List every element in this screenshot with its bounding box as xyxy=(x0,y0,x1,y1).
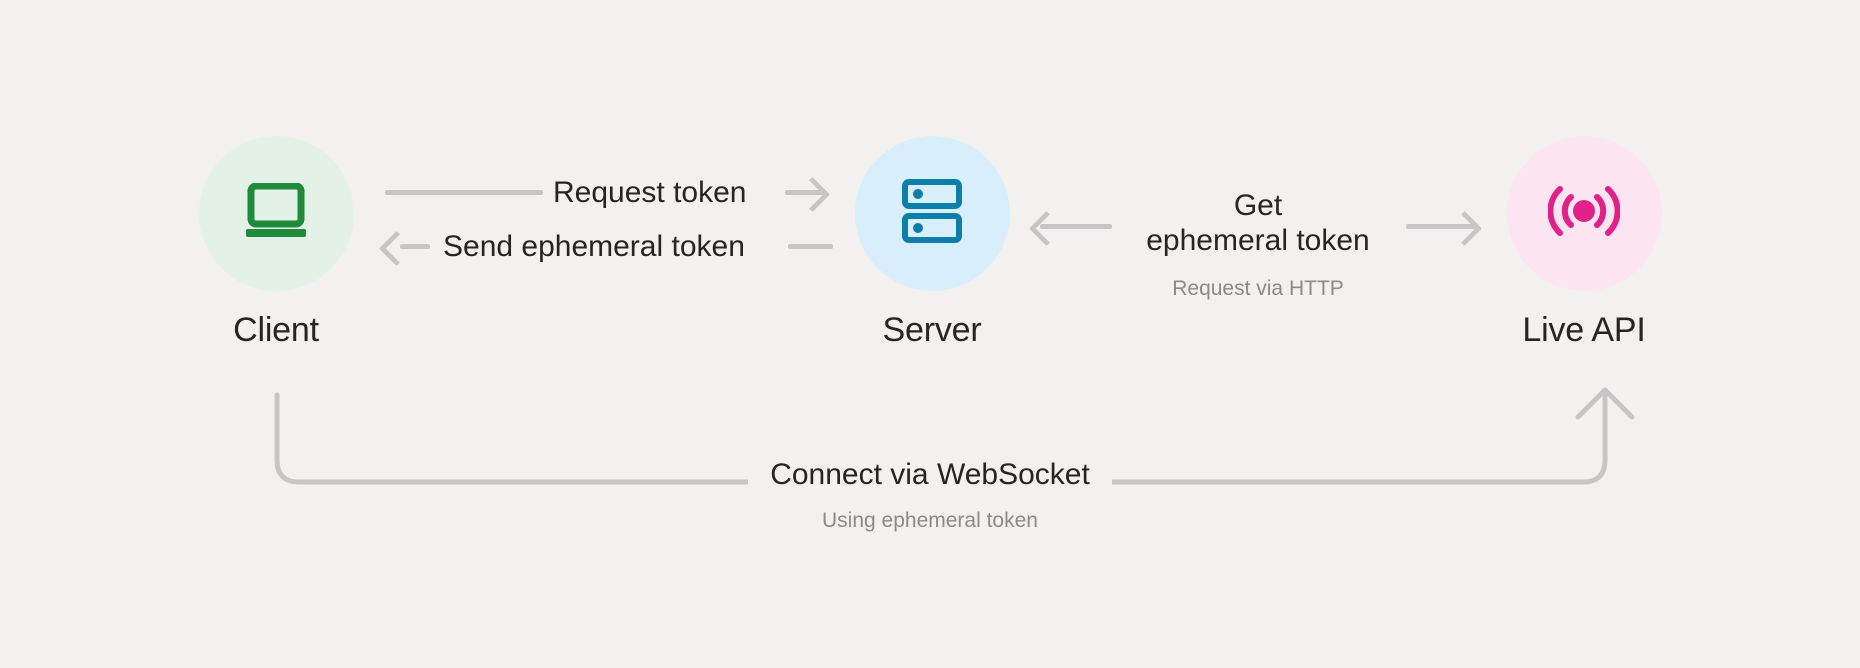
get-token-label-line2: ephemeral token xyxy=(1146,224,1370,258)
send-token-line-right xyxy=(788,244,833,249)
get-token-line-right xyxy=(1406,224,1478,229)
get-token-line-left xyxy=(1040,224,1112,229)
websocket-label-backdrop xyxy=(748,452,1112,492)
live-api-label: Live API xyxy=(1522,311,1646,349)
live-api-icon-circle xyxy=(1506,136,1662,291)
broadcast-signal-icon xyxy=(1547,179,1621,248)
node-live-api[interactable]: Live API xyxy=(1474,136,1694,347)
request-token-label: Request token xyxy=(553,176,747,209)
websocket-label: Connect via WebSocket xyxy=(770,458,1090,491)
websocket-sublabel: Using ephemeral token xyxy=(822,509,1038,532)
node-client[interactable]: Client xyxy=(166,136,386,347)
server-icon-circle xyxy=(854,136,1010,291)
server-label: Server xyxy=(882,311,982,349)
server-rack-icon xyxy=(901,179,963,248)
client-label: Client xyxy=(233,311,319,349)
request-token-line-right xyxy=(785,190,825,195)
request-token-line-left xyxy=(385,190,543,195)
client-icon-circle xyxy=(198,136,354,291)
send-ephemeral-token-label: Send ephemeral token xyxy=(443,230,745,263)
laptop-icon xyxy=(245,182,307,244)
get-token-label-line1: Get xyxy=(1233,189,1283,222)
get-token-sublabel: Request via HTTP xyxy=(1172,277,1344,300)
send-token-line-left xyxy=(400,244,430,249)
get-ephemeral-token-label-group: Get ephemeral token xyxy=(1128,188,1388,259)
node-server[interactable]: Server xyxy=(822,136,1042,347)
